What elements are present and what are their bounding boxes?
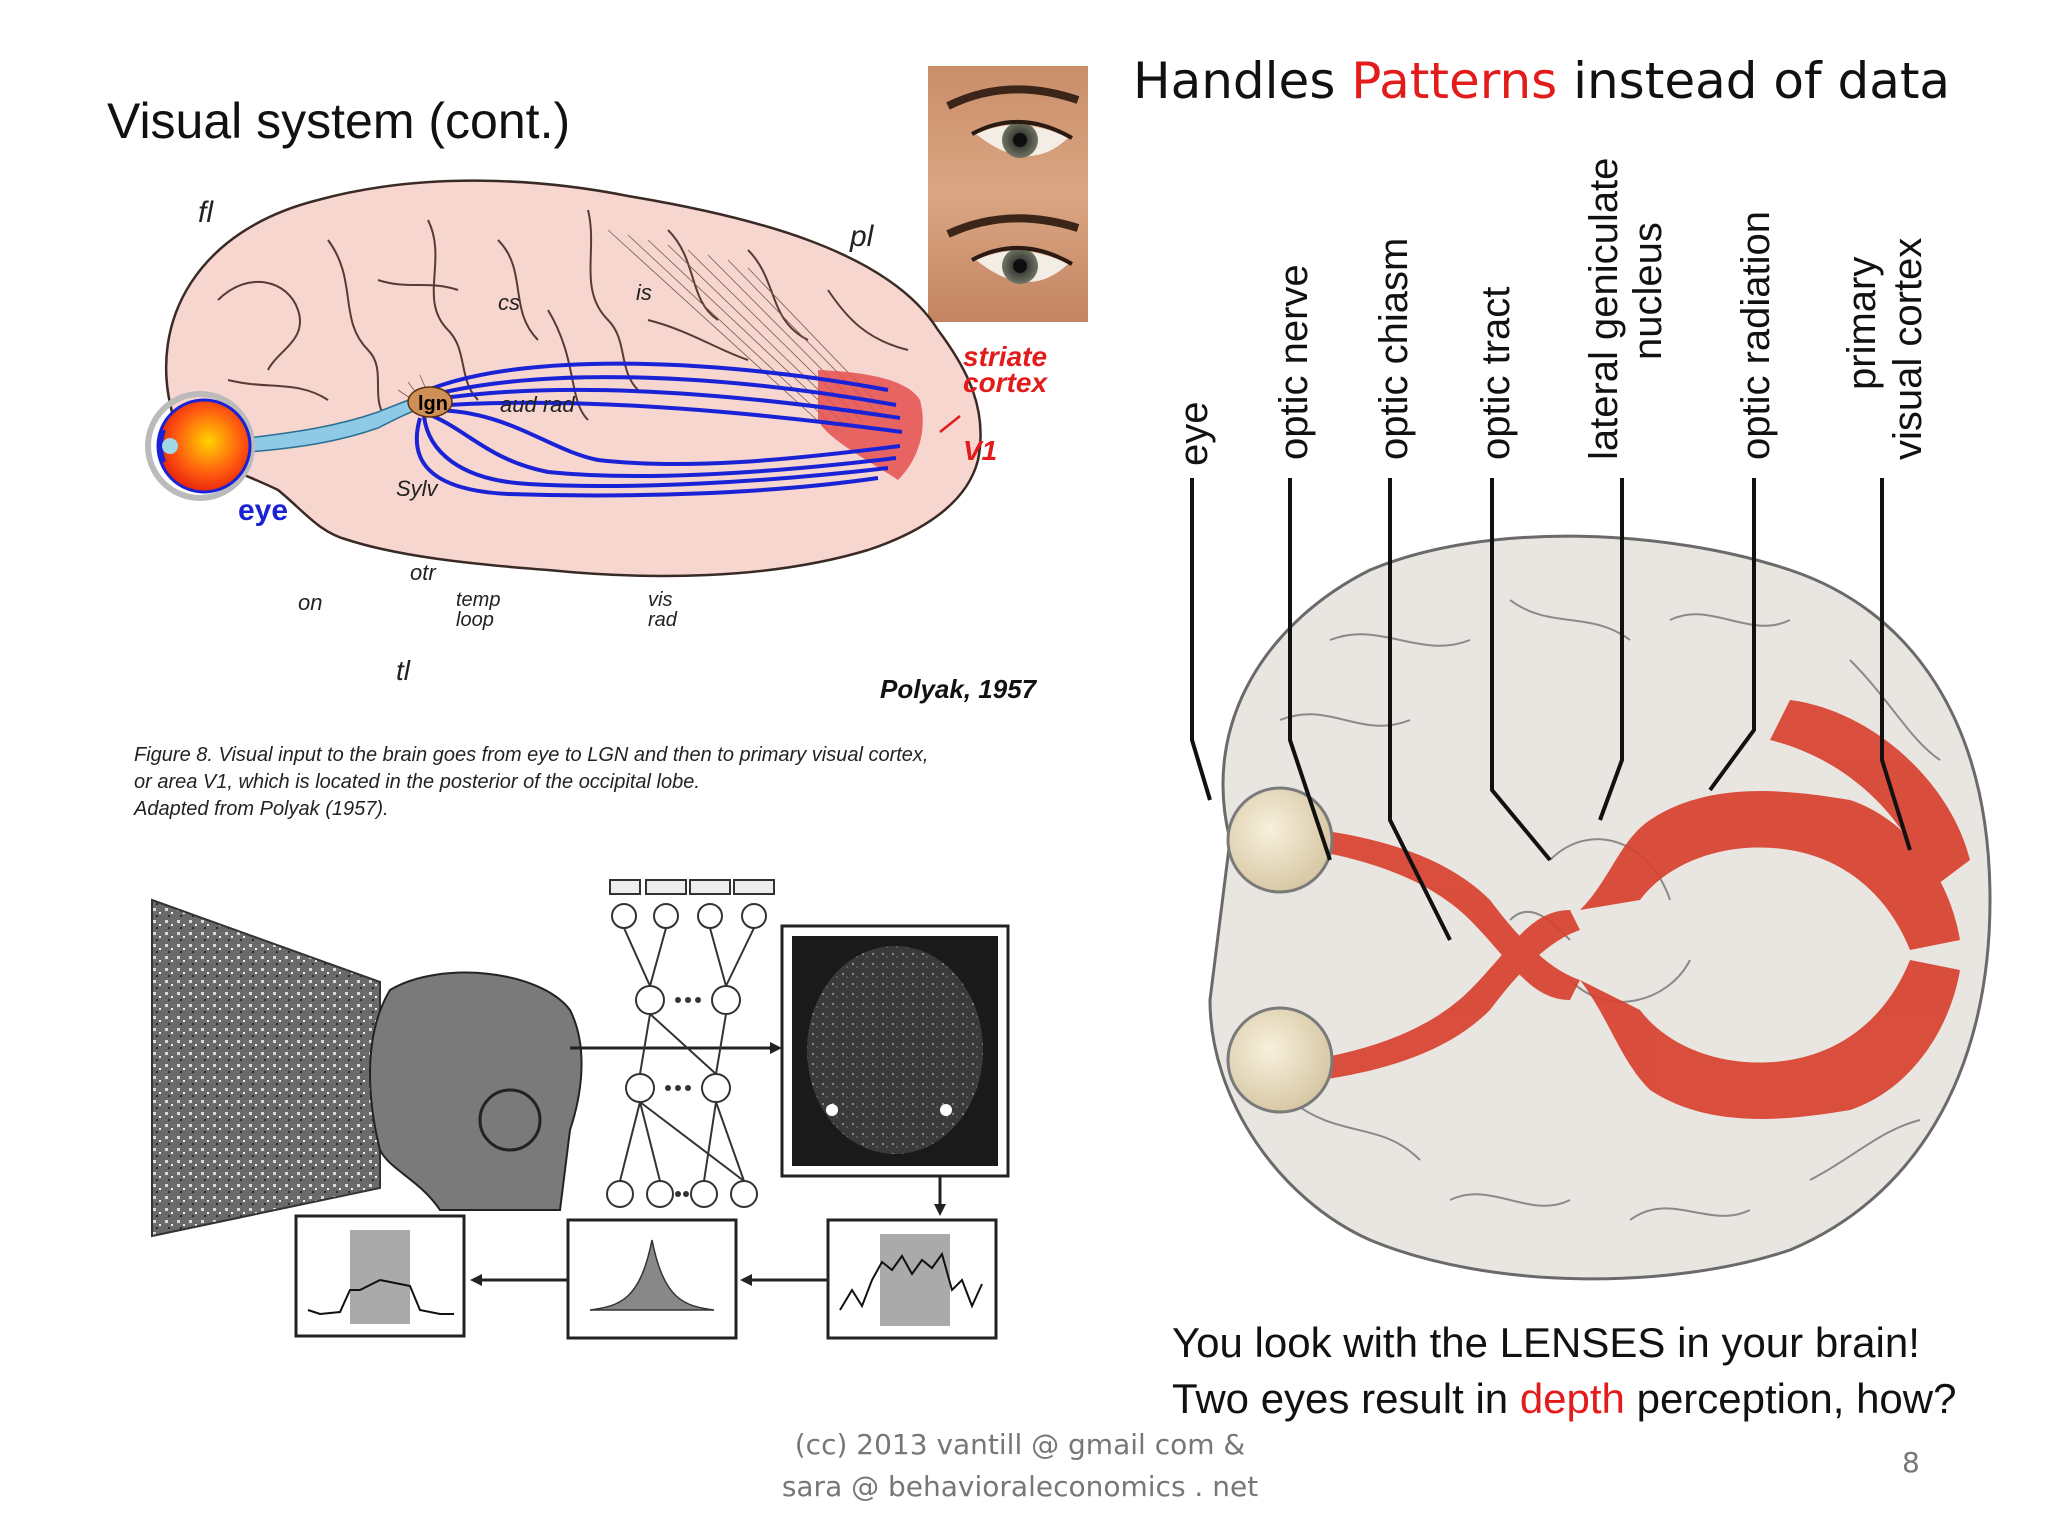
label-optic-tract: optic tract [1474, 286, 1518, 460]
eyes-photo [928, 66, 1088, 322]
label-nucleus: nucleus [1626, 222, 1670, 360]
label-is: is [636, 280, 652, 305]
eyeball-illustration [145, 391, 255, 501]
fmri-pipeline-diagram [151, 879, 1010, 1340]
optic-radiation-fibers [414, 361, 903, 498]
label-cs: cs [498, 290, 520, 315]
head-silhouette [369, 971, 583, 1211]
slide-title: Visual system (cont.) [107, 93, 571, 149]
headline: Handles Patterns instead of data [1133, 52, 1950, 110]
caption-line-3: Adapted from Polyak (1957). [134, 798, 389, 820]
figure-caption: Figure 8. Visual input to the brain goes… [134, 742, 1094, 823]
lgn-nucleus [407, 386, 453, 418]
page-number: 8 [1902, 1446, 1920, 1479]
conclusion-line-2-after: perception, how? [1624, 1375, 1957, 1422]
headline-text-after: instead of data [1557, 52, 1951, 110]
headline-highlight: Patterns [1351, 52, 1558, 110]
visual-stimulus-plane [151, 898, 381, 1238]
footer-credit: (cc) 2013 vantill @ gmail com & sara @ b… [760, 1424, 1280, 1508]
label-optic-nerve: optic nerve [1272, 264, 1316, 460]
label-loop: loop [456, 609, 494, 631]
leader-lines [1190, 478, 1912, 941]
conclusion-line-2: Two eyes result in depth perception, how… [1172, 1371, 1956, 1427]
conclusion-highlight: depth [1519, 1375, 1625, 1422]
headline-text-before: Handles [1133, 52, 1352, 110]
brain-folds [1279, 599, 1941, 1221]
footer-line-2: sara @ behavioraleconomics . net [781, 1470, 1259, 1503]
label-tl: tl [396, 655, 411, 686]
footer-line-1: (cc) 2013 vantill @ gmail com & [794, 1428, 1246, 1461]
label-vis: vis [648, 589, 672, 611]
eyeballs [1226, 786, 1334, 1114]
caption-line-1: Figure 8. Visual input to the brain goes… [134, 744, 929, 766]
label-striate: striate [963, 341, 1047, 372]
conclusion-line-1: You look with the LENSES in your brain! [1172, 1319, 1920, 1366]
label-lgn: lgn [418, 393, 448, 415]
label-on: on [298, 590, 322, 615]
polyak-credit: Polyak, 1957 [880, 674, 1038, 704]
conclusion-line-2-before: Two eyes result in [1172, 1375, 1520, 1422]
label-eye: eye [238, 494, 288, 527]
brain-base-outline [1208, 534, 1992, 1281]
label-lateral-geniculate: lateral geniculate [1582, 157, 1626, 460]
label-sylv: Sylv [396, 476, 440, 501]
polyak-brain-diagram: lgn eye V1 striate cortex fl pl cs is au… [145, 179, 1048, 704]
conclusion-text: You look with the LENSES in your brain! … [1172, 1315, 1956, 1427]
label-optic-radiation: optic radiation [1734, 210, 1778, 460]
label-rad: rad [648, 609, 678, 631]
label-otr: otr [410, 560, 437, 585]
neural-network [606, 879, 775, 1208]
italic-labels: fl pl cs is aud rad Sylv otr on temp loo… [198, 196, 875, 686]
label-cortex: cortex [963, 367, 1048, 398]
label-eye-vertical: eye [1172, 401, 1216, 467]
label-fl: fl [198, 196, 214, 229]
label-v1: V1 [963, 435, 997, 466]
gyri-lines [217, 209, 909, 421]
label-aud-rad: aud rad [500, 392, 575, 417]
visual-pathway-diagram [1190, 478, 1992, 1281]
label-pl: pl [849, 220, 875, 253]
pathway-label-layer: eye optic nerve optic chiasm optic tract… [1150, 100, 2040, 480]
caption-line-2: or area V1, which is located in the post… [134, 771, 700, 793]
label-visual-cortex: visual cortex [1886, 237, 1930, 460]
label-temp: temp [456, 589, 500, 611]
visual-pathway-red [1310, 700, 1970, 1119]
label-primary: primary [1840, 256, 1884, 390]
label-optic-chiasm: optic chiasm [1372, 237, 1416, 460]
